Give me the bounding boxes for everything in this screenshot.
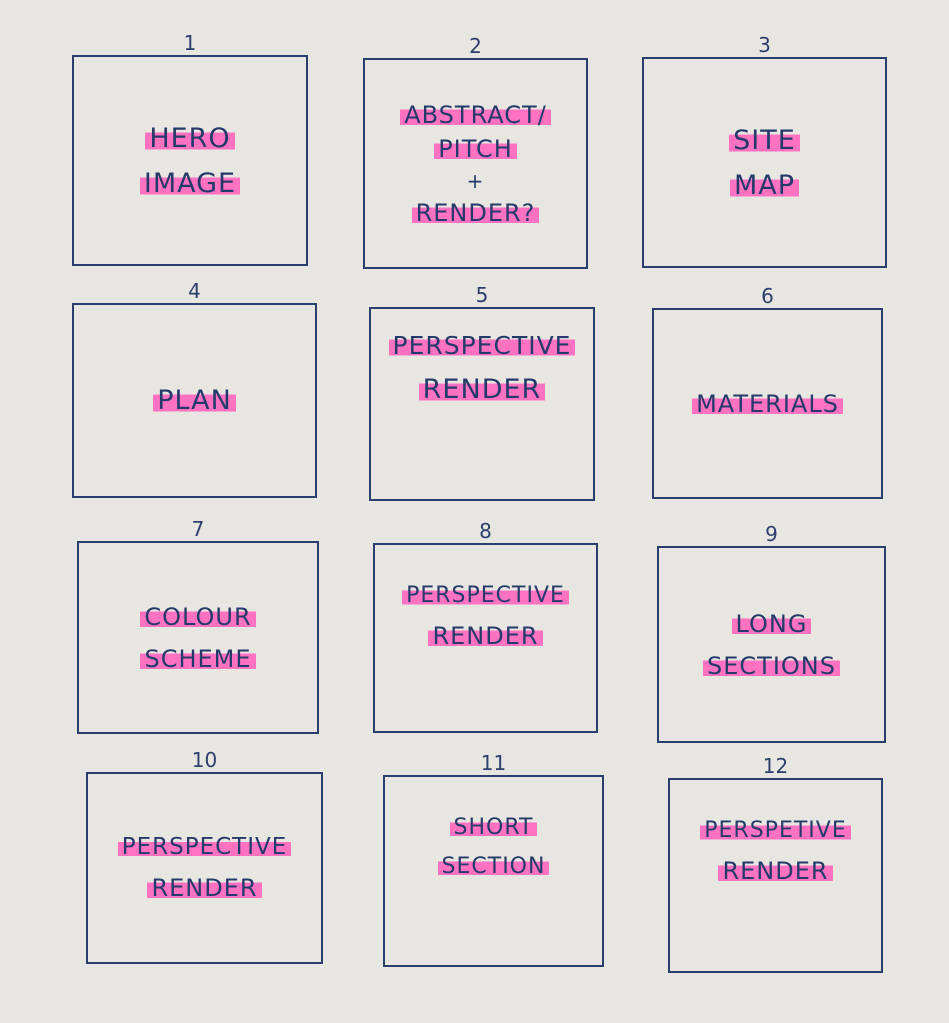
panel-label: MAP — [729, 169, 800, 201]
panel-4: 4 PLAN — [72, 279, 317, 498]
panel-label: SCHEME — [140, 644, 256, 673]
panel-12: 12 PERSPETIVE RENDER — [668, 754, 883, 973]
panel-label: PERSPECTIVE — [388, 331, 576, 360]
panel-label: IMAGE — [139, 167, 241, 199]
panel-number: 1 — [183, 31, 197, 55]
panel-label: RENDER — [718, 857, 833, 885]
panel-number: 2 — [469, 34, 482, 58]
panel-label: + — [466, 168, 485, 193]
panel-label: ABSTRACT/ — [400, 100, 551, 129]
panel-number: 12 — [762, 754, 789, 778]
panel-9: 9 LONG SECTIONS — [657, 522, 886, 743]
panel-label: PERSPETIVE — [700, 818, 851, 843]
panel-label: MATERIALS — [692, 389, 843, 418]
panel-number: 6 — [761, 284, 774, 308]
panel-number: 11 — [480, 751, 507, 775]
panel-label: LONG — [731, 609, 812, 638]
panel-7: 7 COLOUR SCHEME — [77, 517, 319, 734]
panel-label: RENDER? — [411, 198, 540, 227]
panel-8: 8 PERSPECTIVE RENDER — [373, 519, 598, 733]
panel-label: SITE — [729, 124, 800, 156]
panel-label: HERO — [145, 122, 235, 154]
panel-number: 8 — [479, 519, 492, 543]
panel-6: 6 MATERIALS — [652, 284, 883, 499]
panel-number: 5 — [475, 283, 489, 307]
panel-number: 4 — [188, 279, 201, 303]
panel-label: RENDER — [428, 622, 543, 650]
panel-5: 5 PERSPECTIVE RENDER — [369, 283, 595, 501]
panel-number: 7 — [191, 517, 205, 541]
panel-number: 10 — [191, 748, 218, 772]
panel-11: 11 SHORT SECTION — [383, 751, 604, 967]
panel-2: 2 ABSTRACT/PITCH + RENDER? — [363, 34, 588, 269]
panel-label: SECTIONS — [703, 651, 840, 680]
panel-number: 3 — [758, 33, 771, 57]
panel-label: PITCH — [434, 134, 517, 163]
panel-1: 1 HERO IMAGE — [72, 31, 308, 266]
panel-label: PERSPECTIVE — [117, 834, 292, 860]
panel-label: COLOUR — [140, 602, 256, 631]
panel-10: 10 PERSPECTIVE RENDER — [86, 748, 323, 964]
panel-number: 9 — [765, 522, 778, 546]
panel-label: RENDER — [418, 374, 546, 405]
panel-label: SECTION — [437, 854, 550, 879]
panel-label: SHORT — [449, 815, 538, 840]
panel-3: 3 SITE MAP — [642, 33, 887, 268]
panel-label: PERSPECTIVE — [402, 583, 569, 608]
panel-label: RENDER — [147, 874, 262, 902]
panel-label: PLAN — [153, 385, 236, 416]
